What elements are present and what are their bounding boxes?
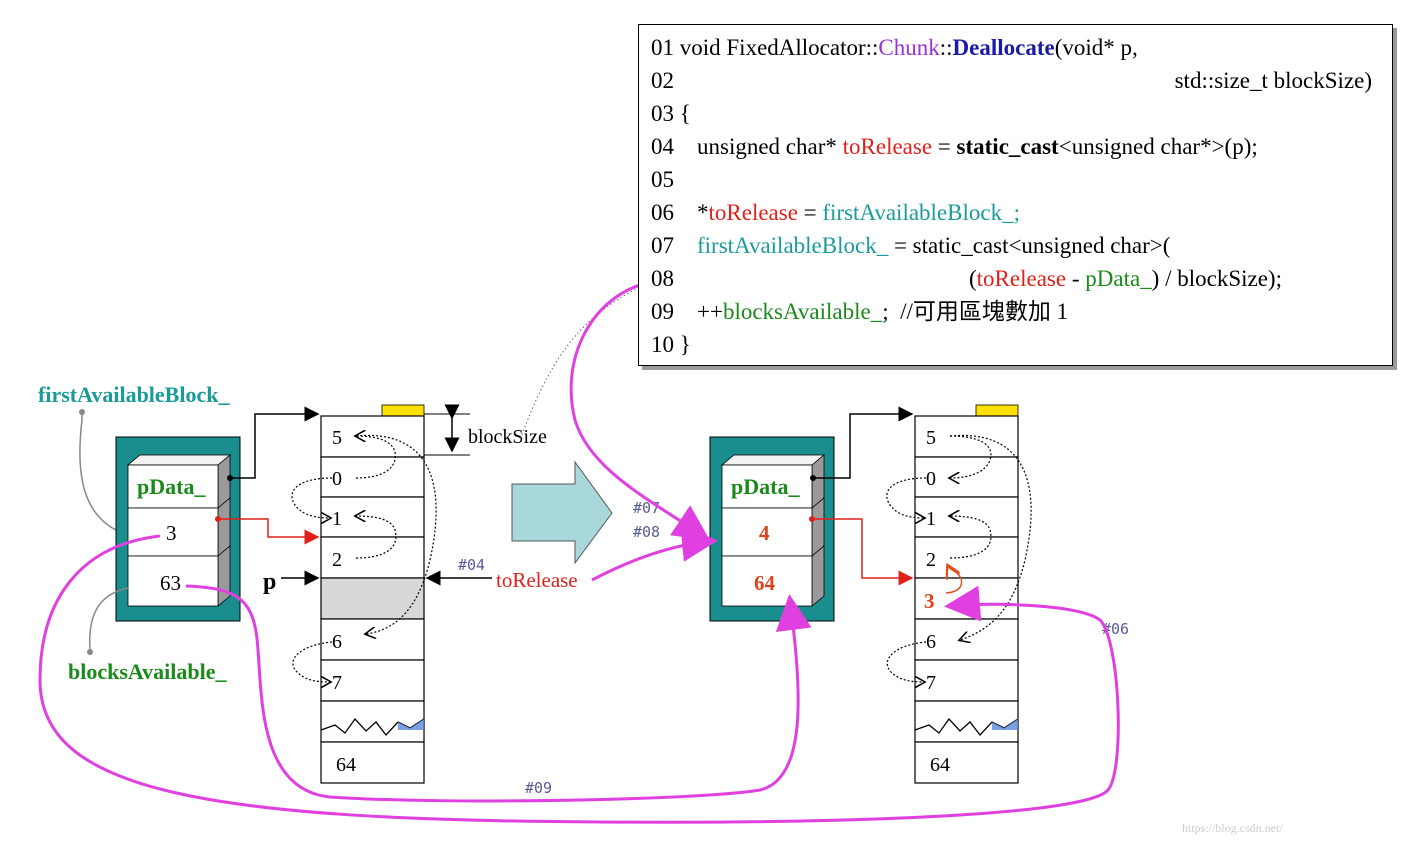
right-block-5: 6 [926, 631, 936, 653]
code-line-08-text: (toRelease - pData_) / blockSize); [969, 266, 1282, 291]
blocks-available-label: blocksAvailable_ [68, 659, 228, 684]
right-block-4: 3 [924, 589, 935, 613]
left-chunk: pData_ 3 63 [115, 436, 241, 622]
code-line-08: 08 [651, 266, 674, 291]
right-free-list-links [886, 434, 1032, 682]
block-size-label: blockSize [468, 426, 547, 448]
watermark: https://blog.csdn.net/ [1182, 821, 1283, 835]
right-block-2: 1 [926, 508, 936, 530]
tag-09: #09 [525, 779, 552, 797]
right-block-array: 5 0 1 2 3 6 7 64 [914, 404, 1019, 784]
code-line-04: 04 unsigned char* toRelease = static_cas… [651, 134, 1258, 159]
code-listing: 01 void FixedAllocator::Chunk::Deallocat… [638, 24, 1393, 366]
blocks-available-leader [88, 587, 129, 651]
left-avail-value: 63 [160, 571, 181, 595]
transition-arrow [511, 460, 613, 565]
right-block-1: 0 [926, 468, 936, 490]
right-pdata-pointer [813, 406, 914, 479]
code-line-05: 05 [651, 167, 674, 192]
magenta-flows [38, 282, 1120, 824]
right-avail-value: 64 [754, 571, 776, 595]
code-line-02-text: std::size_t blockSize) [1174, 68, 1372, 93]
right-block-0: 5 [926, 427, 936, 449]
code-line-01: 01 void FixedAllocator::Chunk::Deallocat… [651, 35, 1138, 60]
first-available-leader [79, 410, 129, 536]
left-block-8: 64 [336, 754, 356, 776]
right-block-8: 64 [930, 754, 950, 776]
code-line-10: 10 } [651, 332, 691, 357]
code-line-03: 03 { [651, 101, 691, 126]
left-block-3: 2 [332, 549, 342, 571]
tag-07: #07 [633, 499, 660, 517]
left-block-1: 0 [332, 468, 342, 490]
code-line-09: 09 ++blocksAvailable_; //可用區塊數加 1 [651, 299, 1069, 324]
code-line-07: 07 firstAvailableBlock_ = static_cast<un… [651, 233, 1171, 258]
right-first-value: 4 [759, 521, 770, 545]
left-pdata-pointer [230, 406, 320, 479]
left-block-2: 1 [332, 508, 342, 530]
left-first-value: 3 [166, 521, 177, 545]
code-line-02: 02 [651, 68, 674, 93]
code-line-06: 06 *toRelease = firstAvailableBlock_; [651, 200, 1020, 225]
to-release-label: toRelease [496, 568, 578, 592]
left-block-6: 7 [332, 672, 342, 694]
left-pdata-label: pData_ [137, 474, 206, 499]
tag-04: #04 [458, 556, 485, 574]
left-block-5: 6 [332, 631, 342, 653]
first-available-block-label: firstAvailableBlock_ [38, 382, 230, 407]
right-first-pointer [812, 518, 914, 586]
left-first-pointer [218, 518, 320, 545]
left-block-0: 5 [332, 427, 342, 449]
left-free-list-links [291, 435, 437, 682]
left-block-array: 5 0 1 2 6 7 64 [320, 404, 425, 784]
tag-08: #08 [633, 523, 660, 541]
right-chunk: pData_ 4 64 [709, 436, 835, 622]
right-block-3: 2 [926, 549, 936, 571]
right-pdata-label: pData_ [731, 474, 800, 499]
p-label: p [263, 569, 276, 595]
right-block-6: 7 [926, 672, 936, 694]
